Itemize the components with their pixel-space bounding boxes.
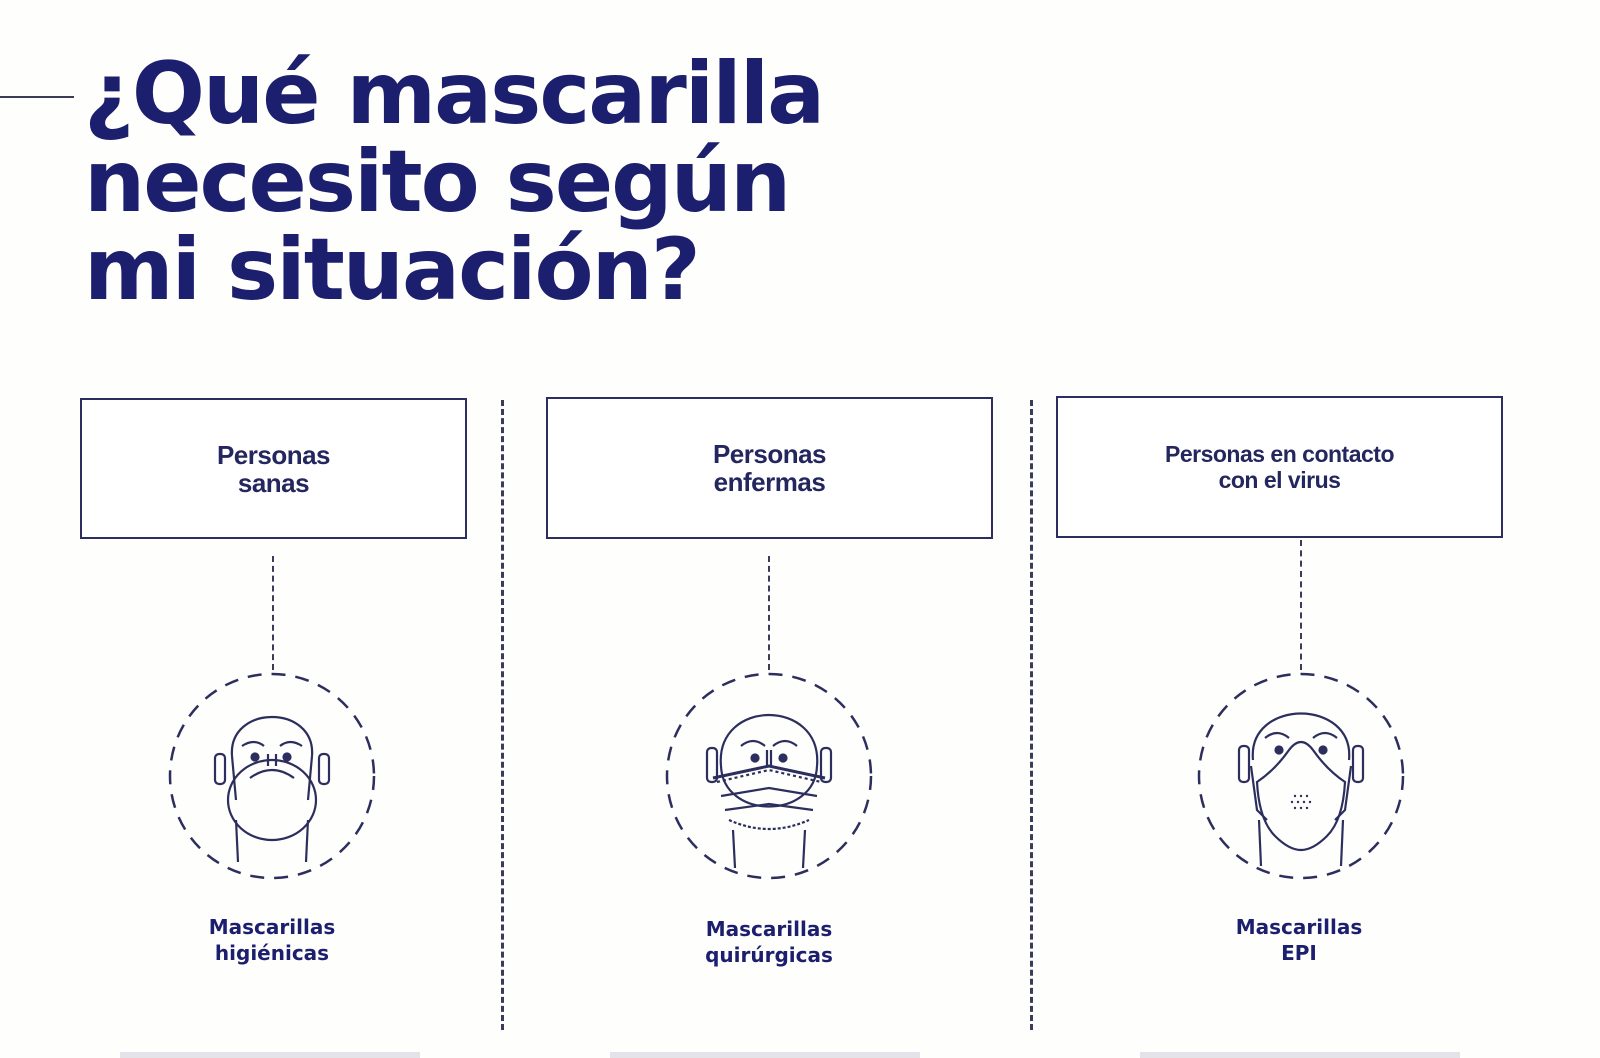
situation-box-sick: Personas enfermas (546, 397, 993, 539)
face-with-epi-respirator-icon (1197, 672, 1405, 880)
connector-line (768, 556, 770, 670)
situation-box-healthy: Personas sanas (80, 398, 467, 539)
situation-box-contact: Personas en contacto con el virus (1056, 396, 1503, 538)
mask-label-hygienic: Mascarillas higiénicas (208, 915, 336, 965)
situation-label: Personas en contacto con el virus (1164, 441, 1395, 493)
cropped-text-hint (120, 1052, 420, 1058)
title-rule (0, 96, 74, 98)
title-line-3: mi situación? (84, 220, 701, 320)
mask-label-epi: Mascarillas EPI (1235, 915, 1363, 965)
connector-line (272, 556, 274, 670)
title-line-1: ¿Qué mascarilla (84, 44, 825, 144)
cropped-text-hint (610, 1052, 920, 1058)
face-with-hygienic-mask-icon (168, 672, 376, 880)
cropped-text-hint (1140, 1052, 1460, 1058)
page-title: ¿Qué mascarilla necesito según mi situac… (84, 50, 844, 314)
situation-label: Personas enfermas (712, 439, 827, 497)
mask-label-surgical: Mascarillas quirúrgicas (705, 917, 833, 967)
title-line-2: necesito según (84, 132, 791, 232)
column-divider-2 (1030, 400, 1033, 1030)
face-with-surgical-mask-icon (665, 672, 873, 880)
column-divider-1 (501, 400, 504, 1030)
situation-label: Personas sanas (216, 439, 331, 498)
connector-line (1300, 540, 1302, 670)
